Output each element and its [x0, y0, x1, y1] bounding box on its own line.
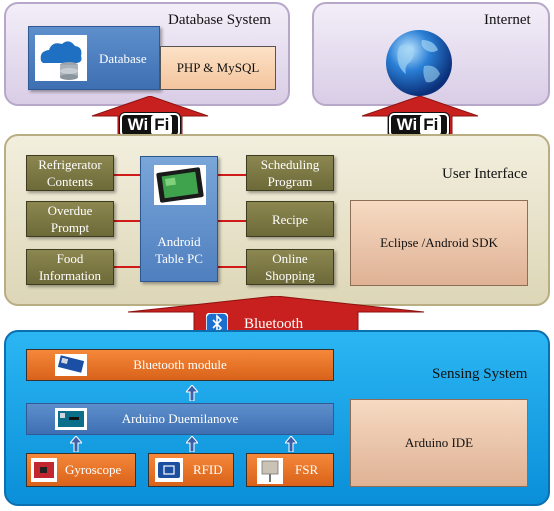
wifi-text-right: Wi	[396, 115, 418, 134]
up-arrow-icon	[186, 385, 198, 401]
connector-line	[114, 266, 142, 268]
connector-line	[114, 220, 142, 222]
rfid-tag-icon	[155, 458, 183, 482]
connector-line	[218, 174, 246, 176]
internet-title: Internet	[484, 12, 531, 28]
gyroscope-label: Gyroscope	[65, 462, 122, 477]
connector-line	[218, 266, 246, 268]
bluetooth-label: Bluetooth	[244, 316, 304, 332]
wifi-text-left: Wi	[127, 115, 149, 134]
bluetooth-module-label: Bluetooth module	[133, 357, 227, 372]
connector-line	[218, 220, 246, 222]
overdue-prompt-box: Overdue Prompt	[26, 201, 114, 237]
scheduling-program-box: Scheduling Program	[246, 155, 334, 191]
arduino-ide-box: Arduino IDE	[350, 399, 528, 487]
gyroscope-chip-icon	[31, 458, 57, 482]
up-arrow-icon	[186, 436, 198, 452]
database-label: Database	[99, 51, 147, 66]
gyroscope-box: Gyroscope	[26, 453, 136, 487]
database-system-title: Database System	[168, 12, 271, 28]
globe-icon	[386, 30, 452, 96]
php-mysql-box: PHP & MySQL	[160, 46, 276, 90]
database-system-layer: Database System Database PHP & MySQL	[4, 2, 290, 106]
up-arrow-icon	[70, 436, 82, 452]
recipe-box: Recipe	[246, 201, 334, 237]
bluetooth-arrow	[127, 296, 425, 336]
arduino-board-icon	[55, 408, 87, 430]
online-shopping-box: Online Shopping	[246, 249, 334, 285]
tablet-icon	[154, 165, 206, 205]
fsr-label: FSR	[295, 462, 319, 477]
fsr-sensor-icon	[257, 458, 283, 484]
rfid-label: RFID	[193, 462, 223, 477]
refrigerator-contents-box: Refrigerator Contents	[26, 155, 114, 191]
wifi-fi-right: Fi	[420, 115, 442, 135]
bluetooth-icon	[206, 313, 228, 335]
fsr-box: FSR	[246, 453, 334, 487]
eclipse-android-sdk-box: Eclipse /Android SDK	[350, 200, 528, 286]
android-table-pc-box: Android Table PC	[140, 156, 218, 282]
android-label: Android	[157, 234, 201, 249]
sensing-system-title: Sensing System	[432, 366, 528, 382]
cloud-database-icon	[35, 35, 87, 81]
arduino-duemilanove-label: Arduino Duemilanove	[121, 411, 239, 426]
user-interface-title: User Interface	[442, 166, 528, 182]
up-arrow-icon	[285, 436, 297, 452]
wifi-fi-left: Fi	[151, 115, 173, 135]
rfid-box: RFID	[148, 453, 234, 487]
table-pc-label: Table PC	[155, 251, 203, 266]
bluetooth-module-box: Bluetooth module	[26, 349, 334, 381]
internet-layer: Internet	[312, 2, 550, 106]
database-box: Database	[28, 26, 160, 90]
food-information-box: Food Information	[26, 249, 114, 285]
arduino-duemilanove-box: Arduino Duemilanove	[26, 403, 334, 435]
bluetooth-module-icon	[55, 354, 87, 376]
connector-line	[114, 174, 142, 176]
